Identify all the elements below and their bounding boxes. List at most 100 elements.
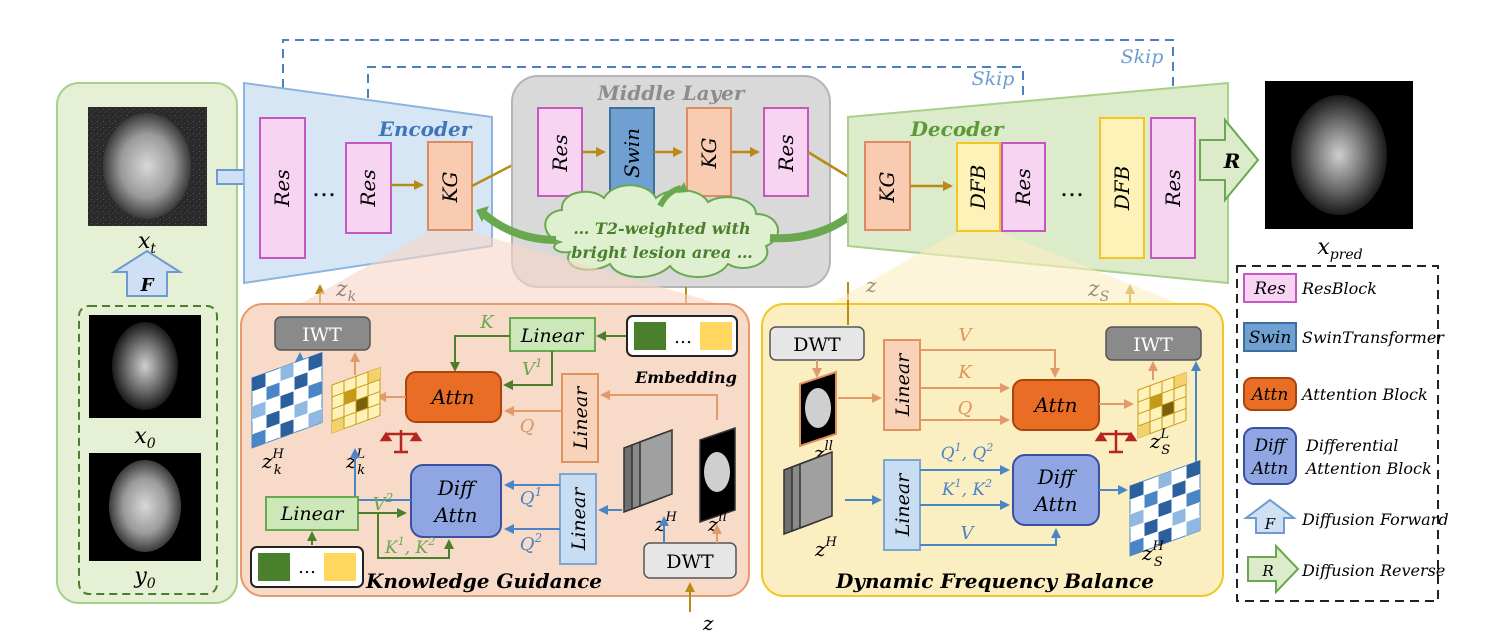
skip-label-1: Skip bbox=[972, 68, 1015, 90]
text-prompt-cloud bbox=[544, 184, 779, 279]
decoder-res-1 bbox=[1001, 142, 1046, 232]
decoder-dfb-1-label: DFB bbox=[966, 165, 990, 211]
dfb-diff-label: Diff bbox=[1037, 465, 1078, 489]
decoder-dfb-2-label: DFB bbox=[1110, 166, 1134, 212]
legend-r-tag: R bbox=[1261, 562, 1273, 580]
dfb-dwt-label: DWT bbox=[793, 334, 841, 356]
decoder-kg-label: KG bbox=[875, 172, 899, 204]
skip-label-2: Skip bbox=[1121, 46, 1164, 68]
legend-attn-tag: Attn bbox=[1250, 385, 1289, 405]
dfb-linear-blue bbox=[883, 459, 921, 551]
dfb-k1k2-label: K1, K2 bbox=[941, 477, 992, 500]
dfb-zoom-funnel bbox=[830, 232, 1180, 304]
decoder-ellipsis: … bbox=[1060, 174, 1084, 202]
embedding-token-1 bbox=[634, 322, 666, 350]
dfb-zh-label: zH bbox=[814, 535, 838, 561]
embedding2-token-2 bbox=[324, 553, 356, 581]
skip-connection-outer bbox=[282, 39, 1178, 118]
f-label: F bbox=[140, 275, 155, 296]
linear-k-to-attn-arrow bbox=[450, 335, 510, 372]
kg-linear-q12 bbox=[559, 473, 597, 565]
dfb-panel bbox=[761, 303, 1224, 597]
linear-v1-to-attn-arrow bbox=[503, 351, 553, 390]
k-to-diff-arrow bbox=[377, 513, 454, 559]
legend-forward-arrow-icon bbox=[1243, 498, 1297, 534]
cloud-to-middle-arrowhead bbox=[677, 182, 688, 193]
xt-brain-image bbox=[103, 113, 191, 219]
middle-swin-label: Swin bbox=[620, 128, 644, 178]
zk-h-feature-grid bbox=[251, 351, 323, 449]
decoder-res-1-label: Res bbox=[1011, 168, 1035, 206]
dfb-title: Dynamic Frequency Balance bbox=[835, 569, 1154, 593]
xt-label: xt bbox=[138, 229, 156, 257]
balance-scale-icon-dfb bbox=[1094, 430, 1138, 454]
kg-diff-label: Diff bbox=[437, 476, 478, 500]
middle-res-1-label: Res bbox=[548, 134, 572, 172]
dfb-linear-blue-label: Linear bbox=[892, 472, 914, 538]
r-label: R bbox=[1223, 149, 1241, 173]
kg-linear-v1-label: Linear bbox=[520, 325, 586, 347]
kg-q1-label: Q1 bbox=[520, 485, 542, 509]
dfb-v-label: V bbox=[959, 325, 974, 346]
dfb-q-label: Q bbox=[958, 398, 973, 419]
kg-q2-label: Q2 bbox=[520, 531, 542, 555]
kg-linear-q12-label: Linear bbox=[568, 486, 590, 552]
legend-diff-tag-line1: Diff bbox=[1253, 436, 1288, 456]
middle-layer-label: Middle Layer bbox=[597, 81, 746, 105]
middle-res-1 bbox=[537, 107, 583, 197]
dfb-v-blue-label: V bbox=[961, 523, 976, 544]
diffusion-forward-arrow bbox=[110, 249, 184, 297]
dfb-iwt-label: IWT bbox=[1133, 334, 1173, 356]
decoder-label: Decoder bbox=[910, 117, 1005, 141]
decoder-dfb-2 bbox=[1099, 117, 1145, 259]
dfb-diff-attn-label: Attn bbox=[1032, 492, 1077, 516]
zk-l-feature-grid bbox=[331, 366, 381, 434]
kg-iwt-box bbox=[274, 316, 371, 351]
dfb-v-to-attn-arrow bbox=[920, 349, 1060, 378]
dfb-linear-orange bbox=[883, 339, 921, 431]
z-label-kg: z bbox=[702, 611, 714, 635]
x0-brain-image bbox=[112, 322, 178, 410]
cloud-text-line-2: bright lesion area … bbox=[571, 243, 753, 262]
kg-linear-v1 bbox=[509, 317, 596, 352]
kg-v2-label: V2 bbox=[373, 491, 394, 515]
dfb-zh-image-stack bbox=[783, 450, 833, 536]
condition-group bbox=[78, 305, 218, 595]
encoder-ellipsis: … bbox=[312, 174, 336, 202]
encoder-label: Encoder bbox=[378, 117, 473, 141]
middle-kg bbox=[686, 107, 732, 197]
balance-scale-icon-kg bbox=[379, 430, 423, 454]
encoder-res-1 bbox=[259, 117, 306, 259]
dfb-zll-brain bbox=[805, 388, 831, 428]
legend-diff-tag-line2: Attn bbox=[1250, 459, 1289, 479]
kg-dwt-label: DWT bbox=[666, 551, 714, 573]
xpred-brain-image bbox=[1291, 95, 1387, 215]
kg-zh-image-stack bbox=[623, 428, 673, 514]
kg-linear-v2 bbox=[265, 496, 359, 531]
middle-res-2 bbox=[763, 107, 809, 197]
x0-label: x0 bbox=[134, 424, 155, 452]
zs-h-feature-grid bbox=[1129, 459, 1201, 557]
legend-r-label: Diffusion Reverse bbox=[1301, 561, 1445, 580]
cloud-to-decoder-arrow bbox=[769, 210, 855, 243]
kg-zll-brain bbox=[704, 452, 730, 492]
embedding-ellipsis: … bbox=[674, 327, 692, 348]
kg-linear-q bbox=[561, 373, 599, 463]
legend-f-tag: F bbox=[1264, 515, 1276, 533]
embedding-token-2 bbox=[700, 322, 732, 350]
kg-zoom-funnel bbox=[300, 232, 720, 304]
legend-attn-label: Attention Block bbox=[1300, 385, 1428, 404]
embedding2-token-1 bbox=[258, 553, 290, 581]
kg-dwt-box bbox=[643, 542, 737, 579]
kg-linear-v2-label: Linear bbox=[280, 503, 346, 525]
middle-res-2-label: Res bbox=[774, 134, 798, 172]
legend-res-label: ResBlock bbox=[1301, 279, 1377, 298]
legend-diff-label-line1: Differential bbox=[1305, 436, 1398, 455]
kg-linear-q-label: Linear bbox=[570, 385, 592, 451]
dfb-v-blue-arrow bbox=[920, 528, 1061, 546]
kg-attn-label: Attn bbox=[429, 385, 474, 409]
